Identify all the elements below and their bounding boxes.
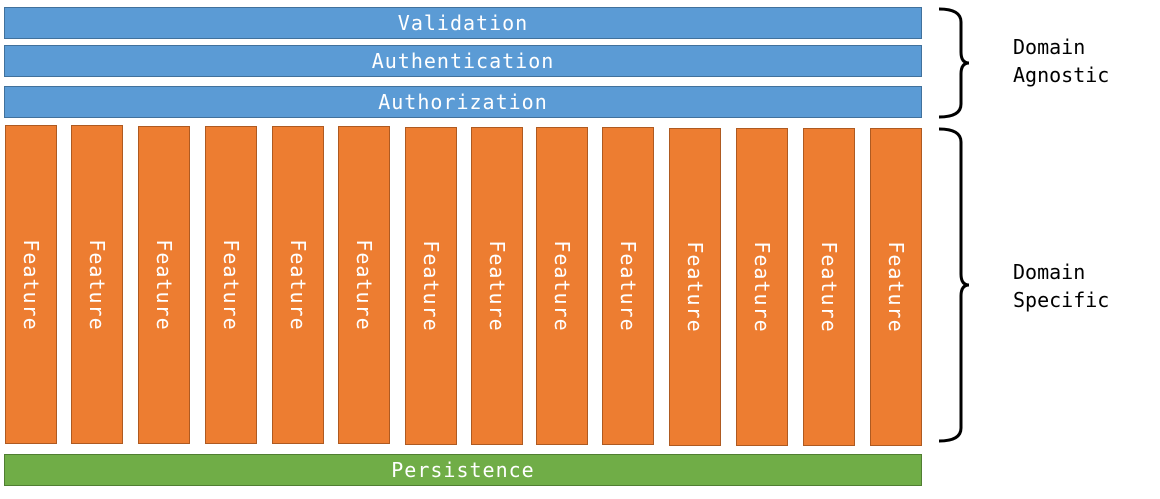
- feature-column: Feature: [870, 128, 922, 446]
- feature-label: Feature: [817, 241, 841, 333]
- feature-column: Feature: [272, 126, 324, 444]
- feature-label: Feature: [683, 241, 707, 333]
- feature-label: Feature: [750, 241, 774, 333]
- feature-column: Feature: [736, 128, 788, 446]
- domain-agnostic-line-2: Agnostic: [1013, 63, 1110, 87]
- feature-column: Feature: [803, 128, 855, 446]
- authorization-label: Authorization: [378, 90, 548, 114]
- feature-column: Feature: [405, 127, 457, 445]
- feature-label: Feature: [616, 240, 640, 332]
- feature-label: Feature: [286, 239, 310, 331]
- feature-column: Feature: [205, 126, 257, 444]
- feature-column: Feature: [71, 125, 123, 444]
- domain-specific-label: Domain Specific: [1013, 258, 1109, 314]
- feature-column: Feature: [471, 127, 523, 445]
- feature-column: Feature: [669, 128, 721, 446]
- persistence-label: Persistence: [391, 458, 535, 482]
- feature-column: Feature: [536, 127, 588, 445]
- feature-label: Feature: [550, 240, 574, 332]
- authentication-layer: Authentication: [4, 45, 922, 77]
- feature-label: Feature: [85, 238, 109, 331]
- feature-label: Feature: [419, 240, 443, 332]
- feature-label: Feature: [152, 239, 176, 331]
- authentication-label: Authentication: [371, 49, 555, 73]
- validation-layer: Validation: [4, 7, 922, 39]
- feature-label: Feature: [485, 240, 509, 332]
- domain-specific-line-1: Domain: [1013, 260, 1086, 284]
- domain-agnostic-label: Domain Agnostic: [1013, 33, 1109, 89]
- feature-label: Feature: [19, 238, 43, 331]
- feature-label: Feature: [352, 239, 376, 331]
- feature-label: Feature: [884, 241, 908, 333]
- validation-label: Validation: [397, 11, 529, 35]
- feature-columns: Feature Feature Feature Feature Feature …: [5, 125, 922, 446]
- persistence-layer: Persistence: [4, 454, 922, 486]
- domain-agnostic-line-1: Domain: [1013, 35, 1086, 59]
- feature-label: Feature: [219, 239, 243, 331]
- feature-column: Feature: [138, 126, 190, 444]
- feature-column: Feature: [5, 125, 57, 444]
- specific-brace: [938, 127, 970, 443]
- feature-column: Feature: [602, 127, 654, 445]
- feature-column: Feature: [338, 126, 390, 444]
- domain-specific-line-2: Specific: [1013, 288, 1110, 312]
- agnostic-brace: [938, 7, 970, 119]
- authorization-layer: Authorization: [4, 86, 922, 118]
